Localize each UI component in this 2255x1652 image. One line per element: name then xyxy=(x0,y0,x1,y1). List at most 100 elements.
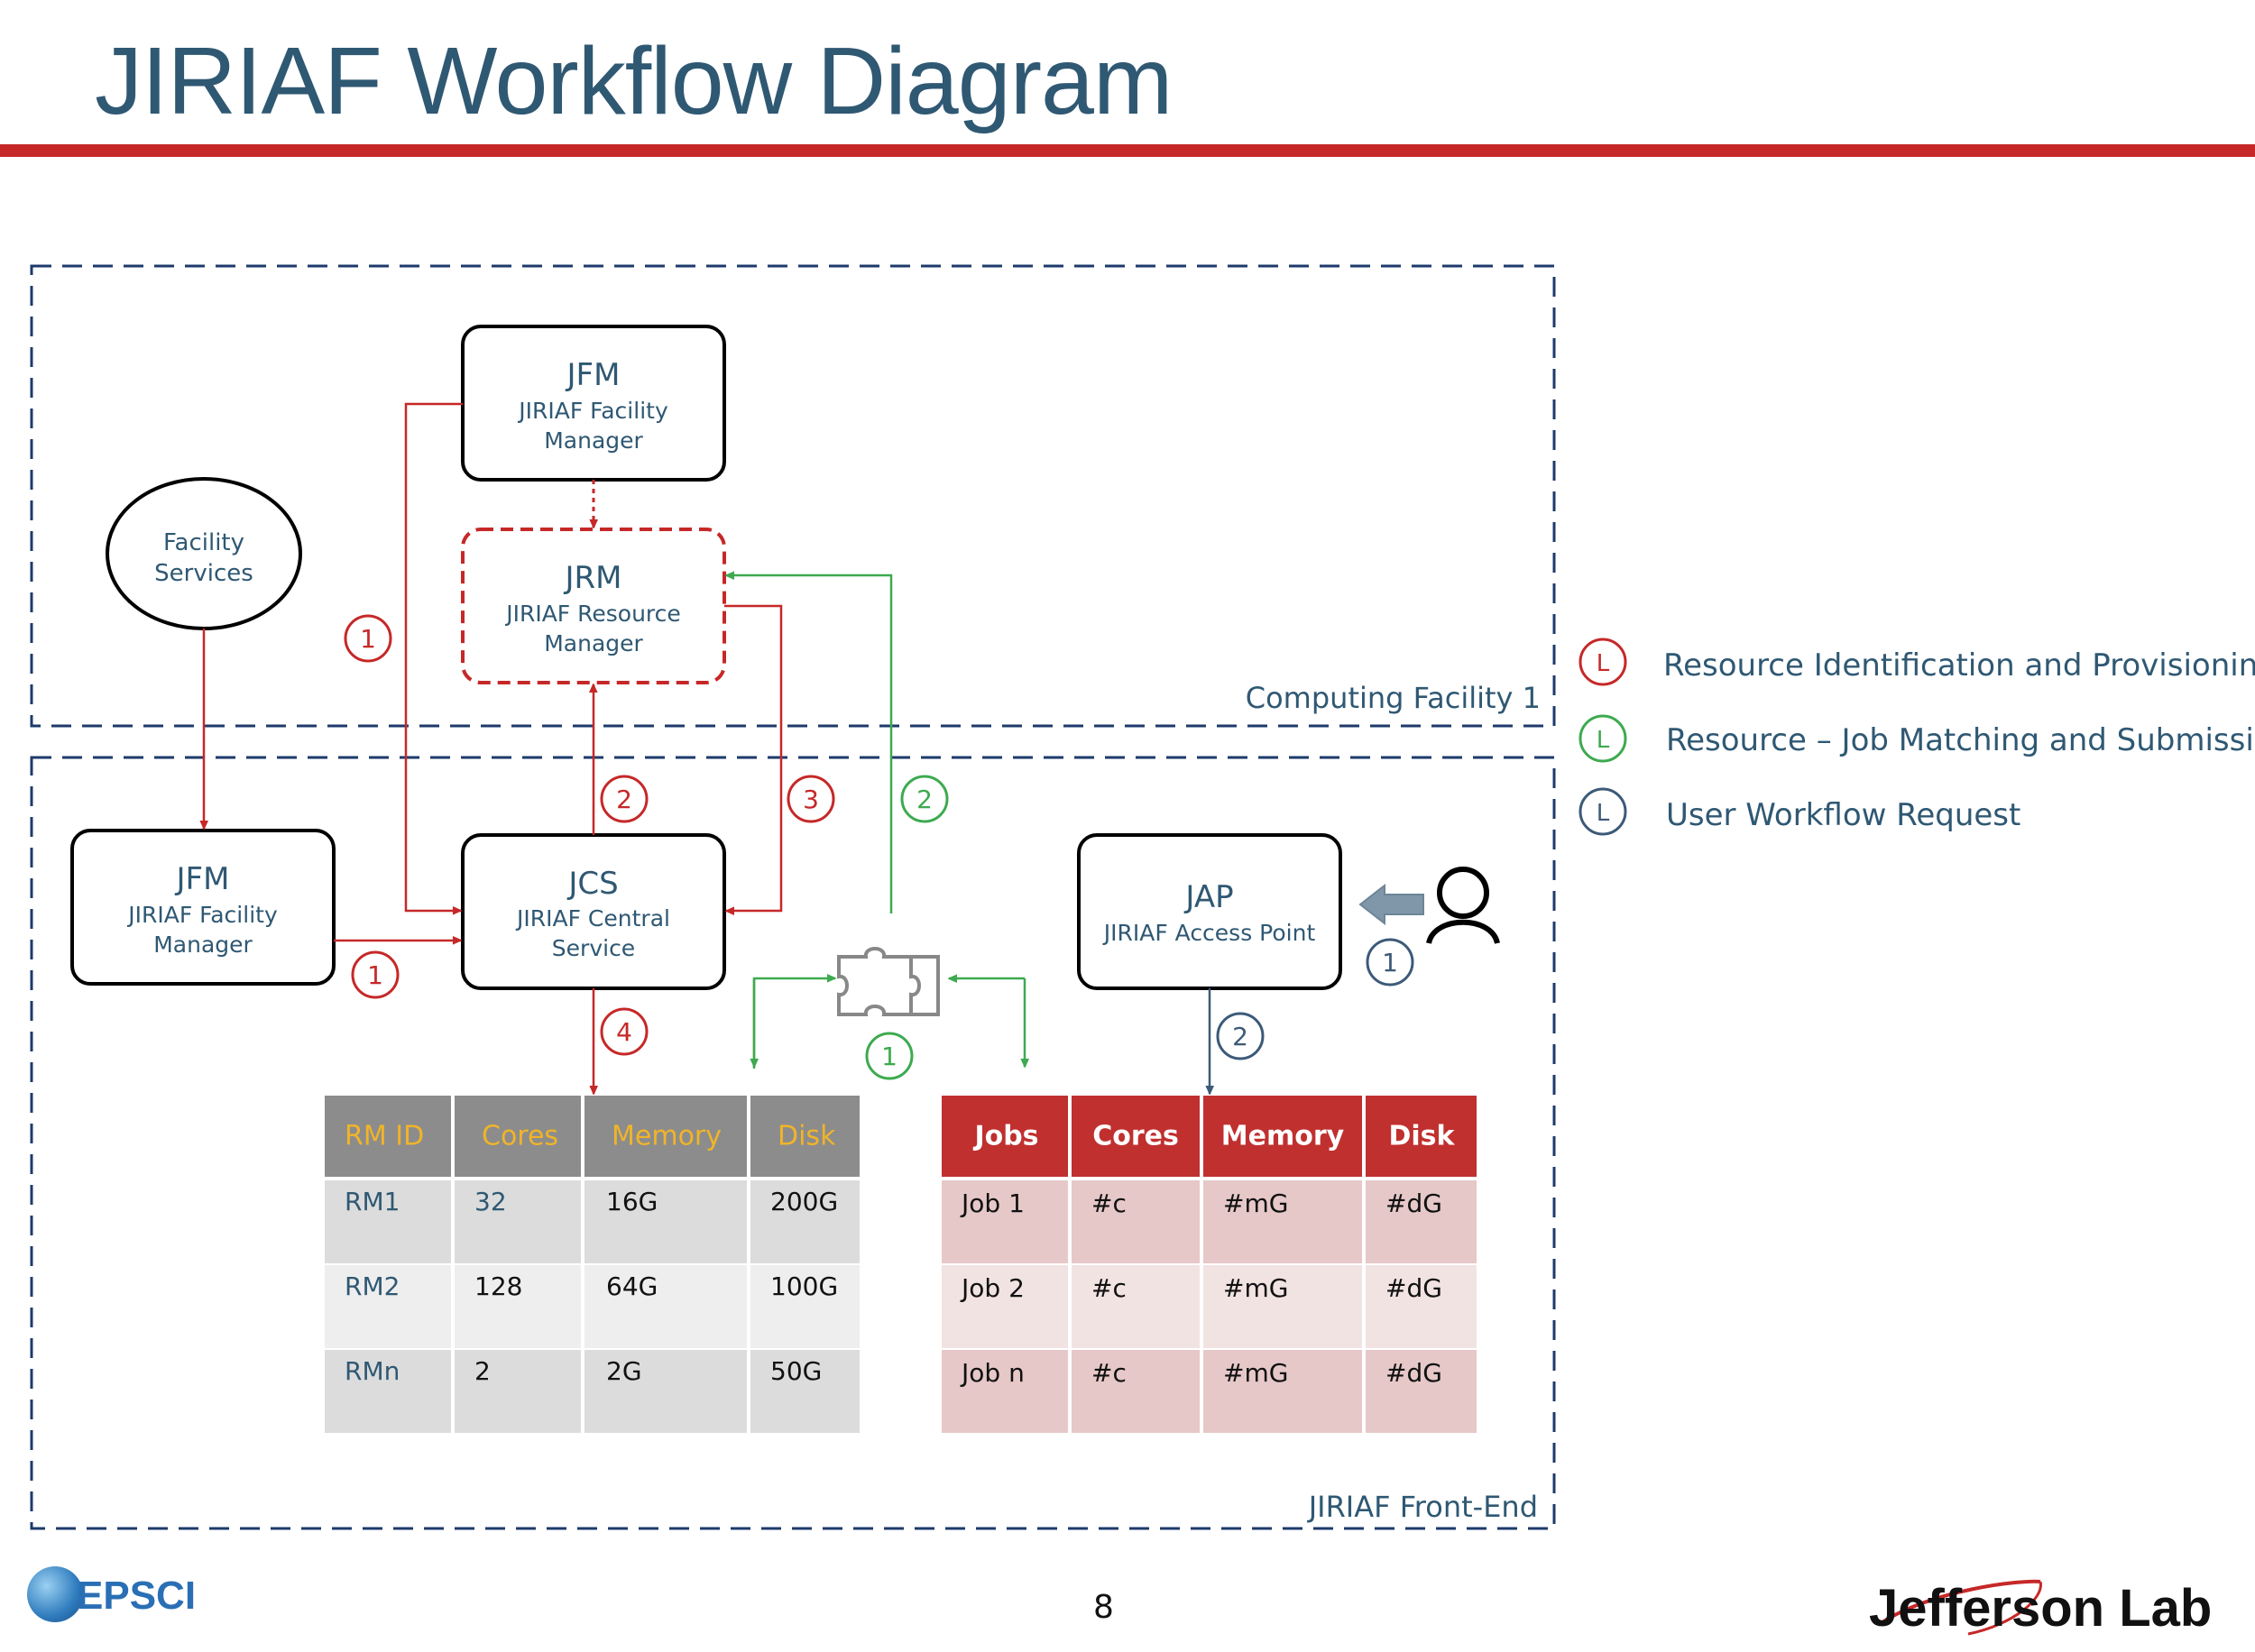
table-header: Jobs xyxy=(972,1121,1038,1152)
marker-blue-1: 1 xyxy=(1366,938,1414,987)
arrow-jfm-top-to-jcs xyxy=(404,402,463,911)
svg-text:32: 32 xyxy=(474,1187,507,1216)
svg-text:Job n: Job n xyxy=(960,1358,1025,1388)
jfm-left-node[interactable]: JFM JIRIAF Facility Manager xyxy=(70,829,336,986)
svg-text:#c: #c xyxy=(1091,1273,1127,1303)
epsci-logo: EPSCI xyxy=(23,1557,196,1638)
svg-text:Resource Identification and Pr: Resource Identification and Provisioning xyxy=(1663,647,2255,684)
svg-text:RM2: RM2 xyxy=(345,1271,400,1301)
svg-text:JCS: JCS xyxy=(566,866,618,902)
svg-text:#dG: #dG xyxy=(1385,1189,1442,1218)
svg-text:200G: 200G xyxy=(770,1187,838,1216)
svg-text:Job 1: Job 1 xyxy=(960,1189,1025,1218)
svg-text:L: L xyxy=(1597,800,1610,827)
puzzle-icon xyxy=(837,947,940,1016)
svg-text:2: 2 xyxy=(474,1356,491,1386)
table-row: RM1 32 16G 200G xyxy=(345,1187,838,1216)
table-header: Memory xyxy=(1221,1121,1345,1152)
svg-text:JIRIAF Facility: JIRIAF Facility xyxy=(517,398,668,424)
svg-text:16G: 16G xyxy=(606,1187,658,1216)
svg-text:User Workflow Request: User Workflow Request xyxy=(1666,797,2020,833)
arrow-puzzle-to-jrm xyxy=(726,575,893,913)
svg-text:#mG: #mG xyxy=(1223,1273,1288,1303)
jefferson-lab-logo: Jefferson Lab xyxy=(1860,1571,2239,1643)
table-row: RMn 2 2G 50G xyxy=(345,1356,822,1386)
arrow-left-icon xyxy=(1358,883,1424,926)
front-end-label: JIRIAF Front-End xyxy=(1307,1490,1538,1524)
computing-facility-label: Computing Facility 1 xyxy=(1246,681,1541,715)
svg-text:L: L xyxy=(1597,727,1610,754)
marker-red-3: 3 xyxy=(787,775,835,823)
svg-text:1: 1 xyxy=(367,960,383,990)
svg-text:1: 1 xyxy=(360,624,376,654)
table-header: Cores xyxy=(1092,1121,1179,1152)
svg-text:Manager: Manager xyxy=(544,630,643,656)
svg-text:RMn: RMn xyxy=(345,1356,400,1386)
svg-text:Resource – Job Matching and S: Resource – Job Matching and Submission xyxy=(1666,722,2255,758)
jrm-node[interactable]: JRM JIRIAF Resource Manager xyxy=(461,528,726,684)
svg-text:128: 128 xyxy=(474,1271,522,1301)
marker-blue-2: 2 xyxy=(1216,1012,1265,1060)
svg-text:JRM: JRM xyxy=(564,560,622,596)
table-header: Cores xyxy=(482,1121,558,1152)
svg-text:JAP: JAP xyxy=(1183,879,1233,915)
svg-text:64G: 64G xyxy=(606,1271,658,1301)
svg-text:50G: 50G xyxy=(770,1356,822,1386)
legend-item-red: L Resource Identification and Provisioni… xyxy=(1578,638,2255,686)
svg-text:Facility: Facility xyxy=(163,529,244,556)
computing-facility-region xyxy=(30,264,1556,728)
svg-text:Manager: Manager xyxy=(544,427,643,454)
svg-text:Manager: Manager xyxy=(153,932,253,958)
svg-text:L: L xyxy=(1597,650,1610,677)
table-header: RM ID xyxy=(345,1121,424,1152)
facility-services-node[interactable]: Facility Services xyxy=(106,477,302,630)
table-header: Disk xyxy=(1389,1121,1456,1152)
table-row: RM2 128 64G 100G xyxy=(345,1271,838,1301)
front-end-region xyxy=(30,756,1556,1530)
svg-text:2G: 2G xyxy=(606,1356,642,1386)
svg-text:JIRIAF Access Point: JIRIAF Access Point xyxy=(1102,920,1316,946)
legend-item-blue: L User Workflow Request xyxy=(1578,787,2020,836)
user-icon xyxy=(1426,867,1500,944)
marker-green-2: 2 xyxy=(900,775,949,823)
jfm-top-node[interactable]: JFM JIRIAF Facility Manager xyxy=(461,325,726,482)
svg-text:2: 2 xyxy=(616,785,632,814)
svg-text:2: 2 xyxy=(1232,1022,1248,1051)
svg-text:100G: 100G xyxy=(770,1271,838,1301)
jcs-node[interactable]: JCS JIRIAF Central Service xyxy=(461,833,726,990)
svg-text:1: 1 xyxy=(881,1042,897,1071)
swoosh-icon xyxy=(1876,1579,2042,1636)
jobs-table: Jobs Cores Memory Disk Job 1 #c #mG #dG … xyxy=(942,1096,1477,1433)
svg-text:#dG: #dG xyxy=(1385,1358,1442,1388)
globe-icon xyxy=(27,1566,83,1622)
jap-node[interactable]: JAP JIRIAF Access Point xyxy=(1077,833,1342,990)
marker-green-1: 1 xyxy=(865,1032,914,1080)
svg-text:#dG: #dG xyxy=(1385,1273,1442,1303)
jefferson-lab-text: Jefferson Lab xyxy=(1869,1579,2213,1638)
arrow-jrm-to-jcs xyxy=(724,604,783,911)
table-row: Job 2 #c #mG #dG xyxy=(960,1273,1442,1303)
marker-red-2: 2 xyxy=(600,775,649,823)
svg-text:Job 2: Job 2 xyxy=(960,1273,1025,1303)
table-row: Job n #c #mG #dG xyxy=(960,1358,1442,1388)
marker-red-1-top: 1 xyxy=(344,614,392,663)
table-header: Memory xyxy=(612,1121,722,1152)
svg-text:#c: #c xyxy=(1091,1358,1127,1388)
svg-text:4: 4 xyxy=(616,1017,632,1047)
svg-text:JIRIAF Central: JIRIAF Central xyxy=(515,905,670,932)
svg-text:JFM: JFM xyxy=(175,861,230,897)
legend: L Resource Identification and Provisioni… xyxy=(1578,638,2255,836)
svg-text:1: 1 xyxy=(1382,948,1398,977)
svg-text:RM1: RM1 xyxy=(345,1187,400,1216)
svg-text:JFM: JFM xyxy=(566,357,621,393)
svg-text:#mG: #mG xyxy=(1223,1358,1288,1388)
svg-text:JIRIAF Resource: JIRIAF Resource xyxy=(504,601,681,627)
page-number: 8 xyxy=(1093,1589,1114,1626)
svg-text:#c: #c xyxy=(1091,1189,1127,1218)
page-title: JIRIAF Workflow Diagram xyxy=(95,28,1173,134)
svg-text:2: 2 xyxy=(916,785,933,814)
svg-text:#mG: #mG xyxy=(1223,1189,1288,1218)
svg-text:JIRIAF Facility: JIRIAF Facility xyxy=(126,902,278,928)
svg-text:3: 3 xyxy=(803,785,819,814)
